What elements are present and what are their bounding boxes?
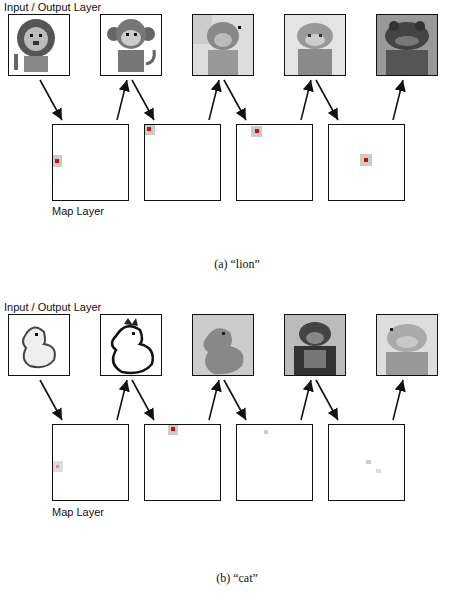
- layer-label: Input / Output Layer: [4, 301, 101, 314]
- blurred-image: [376, 314, 438, 376]
- image-frame: [8, 14, 70, 76]
- monkey-image: [100, 14, 162, 76]
- arrow: [316, 380, 338, 420]
- blurred-image: [192, 314, 254, 376]
- chick-image: [100, 314, 162, 376]
- image-frame: [376, 14, 438, 76]
- layer-label: Map Layer: [52, 205, 104, 218]
- arrow: [316, 80, 338, 120]
- image-frame: [8, 314, 70, 376]
- blurred-image: [192, 14, 254, 76]
- map-square: [144, 424, 221, 501]
- arrow: [224, 380, 246, 420]
- arrow: [224, 80, 246, 120]
- arrow: [209, 80, 219, 120]
- layer-label: Map Layer: [52, 506, 104, 519]
- arrow: [132, 80, 154, 120]
- arrow: [117, 80, 127, 120]
- arrow: [40, 80, 62, 120]
- image-frame: [284, 14, 346, 76]
- map-square: [144, 124, 221, 201]
- blurred-image: [284, 314, 346, 376]
- arrow: [117, 380, 127, 420]
- arrow: [132, 380, 154, 420]
- map-square: [52, 124, 129, 201]
- arrow: [393, 380, 403, 420]
- map-square: [236, 124, 313, 201]
- blurred-image: [376, 14, 438, 76]
- image-frame: [192, 14, 254, 76]
- image-frame: [284, 314, 346, 376]
- arrow: [393, 80, 403, 120]
- arrow: [301, 380, 311, 420]
- subfigure-caption: (a) “lion”: [214, 258, 260, 271]
- arrow: [301, 80, 311, 120]
- map-square: [52, 424, 129, 501]
- lion-image: [8, 14, 70, 76]
- image-frame: [192, 314, 254, 376]
- image-frame: [376, 314, 438, 376]
- subfigure-caption: (b) “cat”: [216, 572, 258, 585]
- blurred-image: [284, 14, 346, 76]
- image-frame: [100, 14, 162, 76]
- map-square: [328, 124, 405, 201]
- arrow: [40, 380, 62, 420]
- image-frame: [100, 314, 162, 376]
- map-square: [236, 424, 313, 501]
- layer-label: Input / Output Layer: [4, 1, 101, 14]
- arrow: [209, 380, 219, 420]
- map-square: [328, 424, 405, 501]
- chick-image: [8, 314, 70, 376]
